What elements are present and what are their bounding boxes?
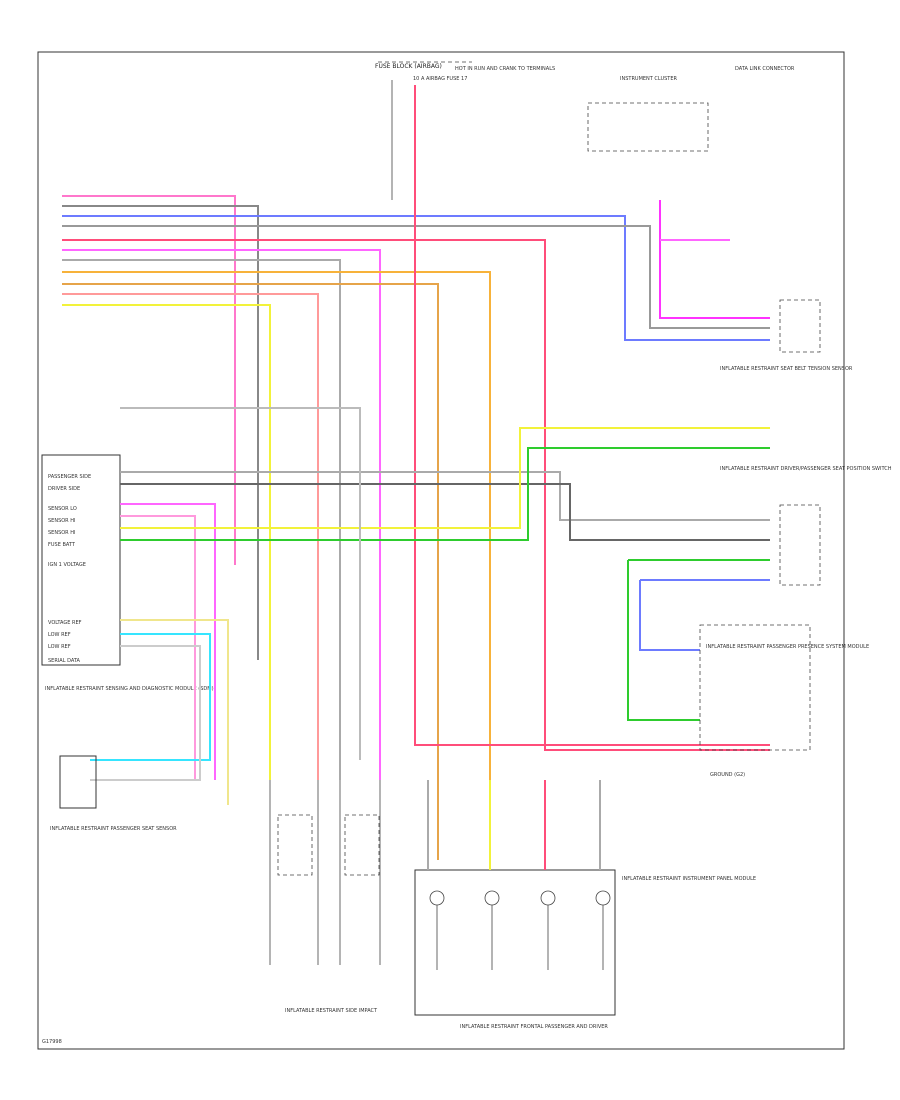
passenger-presence-label: INFLATABLE RESTRAINT PASSENGER PRESENCE … (706, 644, 869, 650)
sdm-pin-5: SENSOR HI (48, 530, 75, 536)
fuse-block-label: FUSE BLOCK (AIRBAG) (375, 63, 442, 70)
sdm-pin-7: IGN 1 VOLTAGE (48, 562, 86, 568)
instrument-cluster-label: INSTRUMENT CLUSTER (620, 76, 678, 82)
frontal-label: INFLATABLE RESTRAINT FRONTAL PASSENGER A… (460, 1024, 608, 1030)
right-magenta-wires (659, 200, 770, 319)
top-left-wire-bundle (62, 195, 770, 860)
sdm-box (41, 454, 121, 666)
seat-belt-switch-label: INFLATABLE RESTRAINT SEAT BELT TENSION S… (720, 366, 853, 372)
sdm-pin-11: SERIAL DATA (48, 658, 81, 664)
ignition-feed-wire (414, 85, 770, 746)
sdm-horizontal-wires (90, 407, 770, 805)
sdm-title: INFLATABLE RESTRAINT SENSING AND DIAGNOS… (45, 686, 214, 692)
seat-switch-box (779, 504, 821, 586)
sdm-pin-8: VOLTAGE REF (48, 620, 82, 626)
right-green-blue-wires (627, 559, 770, 721)
sdm-pin-9: LOW REF (48, 632, 71, 638)
instrument-panel-label: INFLATABLE RESTRAINT INSTRUMENT PANEL MO… (622, 876, 756, 882)
fuse-note: 10 A AIRBAG FUSE 17 (413, 76, 467, 82)
side-impact-label: INFLATABLE RESTRAINT SIDE IMPACT (285, 1008, 378, 1014)
seat-belt-switch-box (779, 299, 821, 353)
ground-label: GROUND (G2) (710, 772, 745, 778)
sdm-pin-10: LOW REF (48, 644, 71, 650)
frontal-modules (414, 780, 616, 1016)
seat-switch-label: INFLATABLE RESTRAINT DRIVER/PASSENGER SE… (720, 466, 892, 472)
ignition-note: HOT IN RUN AND CRANK TO TERMINALS (455, 66, 555, 72)
sdm-pin-2: DRIVER SIDE (48, 486, 80, 492)
seat-sensor-box (59, 755, 97, 809)
sdm-pin-3: SENSOR LO (48, 506, 77, 512)
side-impact-modules (269, 780, 381, 965)
sdm-pin-4: SENSOR HI (48, 518, 75, 524)
data-link-label: DATA LINK CONNECTOR (735, 66, 795, 72)
sdm-pin-1: PASSENGER SIDE (48, 474, 91, 480)
sdm-pin-6: FUSE BATT (48, 542, 76, 548)
instrument-cluster-box (587, 102, 709, 152)
diagram-frame (37, 51, 845, 1050)
figure-label: G17998 (42, 1039, 62, 1045)
passenger-presence-box (699, 624, 811, 751)
sdm-pin-labels: PASSENGER SIDE DRIVER SIDE SENSOR LO SEN… (48, 474, 91, 664)
seat-sensor-label: INFLATABLE RESTRAINT PASSENGER SEAT SENS… (50, 826, 177, 832)
